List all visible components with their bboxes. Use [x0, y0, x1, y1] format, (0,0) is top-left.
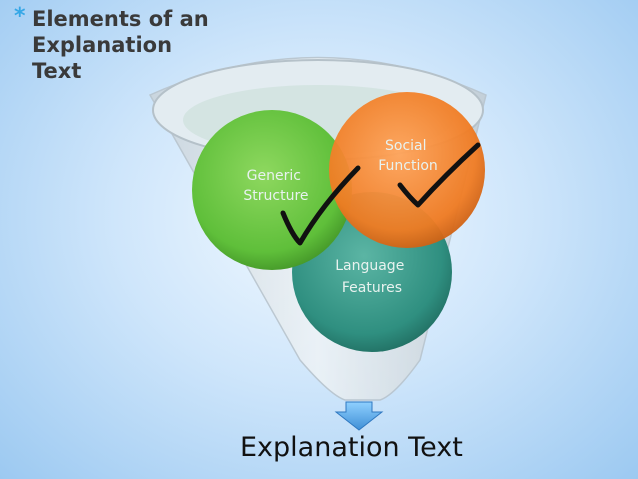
- social-function-label-line-1: Social: [385, 138, 427, 154]
- title-bullet: *: [14, 4, 26, 29]
- title-text: Elements of an Explanation Text: [32, 7, 209, 83]
- social-function-circle: [329, 92, 485, 248]
- language-features-label: Language Features: [335, 258, 409, 296]
- generic-structure-label-line-1: Generic: [247, 168, 301, 184]
- generic-structure-label-line-2: Structure: [243, 188, 308, 204]
- result-label-reflection: [240, 458, 480, 470]
- social-function-label: Social Function: [378, 138, 438, 174]
- check-mark-icon: [280, 165, 361, 246]
- social-function-label-line-2: Function: [378, 158, 438, 174]
- result-label: Explanation Text: [240, 432, 463, 463]
- generic-structure-label: Generic Structure: [243, 168, 308, 204]
- generic-structure-circle: [192, 110, 352, 270]
- check-mark-icon: [397, 142, 481, 208]
- language-features-label-line-1: Language: [335, 258, 404, 274]
- down-arrow-icon: [334, 401, 384, 431]
- language-features-label-line-2: Features: [342, 280, 402, 296]
